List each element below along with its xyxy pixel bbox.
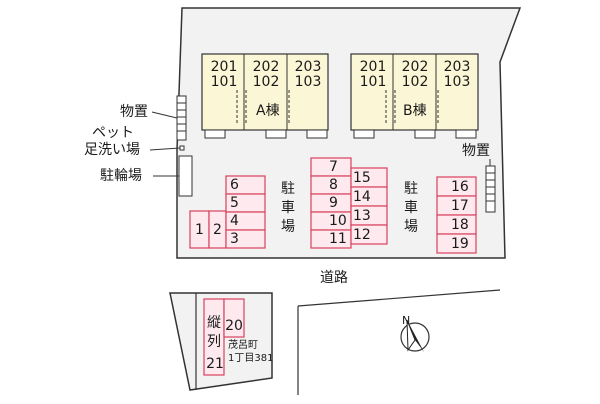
parking-lot-13-number: 13 <box>353 207 371 224</box>
address-line1: 茂呂町 <box>228 340 258 351</box>
unit-b-3-lower: 103 <box>443 74 471 90</box>
address-line2: 1丁目381 <box>228 353 274 364</box>
parking-lot-7-number: 7 <box>329 159 338 175</box>
parking-label-left: 駐車場 <box>281 181 295 235</box>
parking-lot-2-number: 2 <box>213 221 222 238</box>
parking-label-right: 駐車場 <box>404 181 418 235</box>
parking-lot-1-number: 1 <box>195 221 204 238</box>
parking-lot-21-number: 21 <box>206 356 224 372</box>
storage-left-label: 物置 <box>120 104 148 120</box>
parking-lot-15-number: 15 <box>353 169 371 186</box>
road-edge-right <box>297 289 501 307</box>
parking-lot-19 <box>436 233 477 254</box>
unit-a-1-upper: 201 <box>210 59 238 75</box>
parking-lot-18-number: 18 <box>451 216 469 233</box>
parking-lot-12 <box>350 224 388 245</box>
building-b-name: B棟 <box>403 103 427 119</box>
parking-lot-20 <box>223 298 245 338</box>
parking-lot-8-number: 8 <box>329 177 338 193</box>
unit-b-2-lower: 102 <box>401 74 429 90</box>
bike-parking-label: 駐輪場 <box>100 168 142 184</box>
storage-right-label: 物置 <box>462 143 490 159</box>
unit-b-3-upper: 203 <box>443 59 471 75</box>
unit-b-2-upper: 202 <box>401 59 429 75</box>
unit-a-3-upper: 203 <box>294 59 322 75</box>
north-compass <box>400 319 430 352</box>
parking-lot-12-number: 12 <box>353 226 371 243</box>
parking-lot-17-number: 17 <box>451 197 469 214</box>
parking-lot-20-number: 20 <box>225 318 243 334</box>
building-a-name: A棟 <box>256 103 280 119</box>
parking-lot-16-number: 16 <box>451 178 469 195</box>
unit-a-2-upper: 202 <box>252 59 280 75</box>
unit-a-2-lower: 102 <box>252 74 280 90</box>
parking-lot-3 <box>225 229 266 249</box>
parking-lot-5-number: 5 <box>230 195 239 211</box>
pet-wash-label-line1: ペット <box>92 125 134 141</box>
unit-b-1-upper: 201 <box>359 59 387 75</box>
building-a <box>201 53 329 139</box>
parking-lot-11-number: 11 <box>329 231 347 247</box>
parking-lot-6-number: 6 <box>230 177 239 193</box>
unit-a-1-lower: 101 <box>210 74 238 90</box>
north-label: N <box>402 314 411 327</box>
road-label: 道路 <box>320 270 348 286</box>
pet-wash-label-line2: 足洗い場 <box>84 142 140 158</box>
parking-lot-9-number: 9 <box>329 195 338 211</box>
parking-lot-4-number: 4 <box>230 213 239 229</box>
building-b <box>350 53 479 139</box>
parking-lots <box>189 157 477 376</box>
unit-a-3-lower: 103 <box>294 74 322 90</box>
parking-lot-14-number: 14 <box>353 188 371 205</box>
tandem-label: 縦列 <box>207 315 221 350</box>
parking-lot-10-number: 10 <box>329 213 347 229</box>
unit-b-1-lower: 101 <box>359 74 387 90</box>
parking-lot-19-number: 19 <box>451 235 469 252</box>
parking-lot-3-number: 3 <box>230 231 239 247</box>
